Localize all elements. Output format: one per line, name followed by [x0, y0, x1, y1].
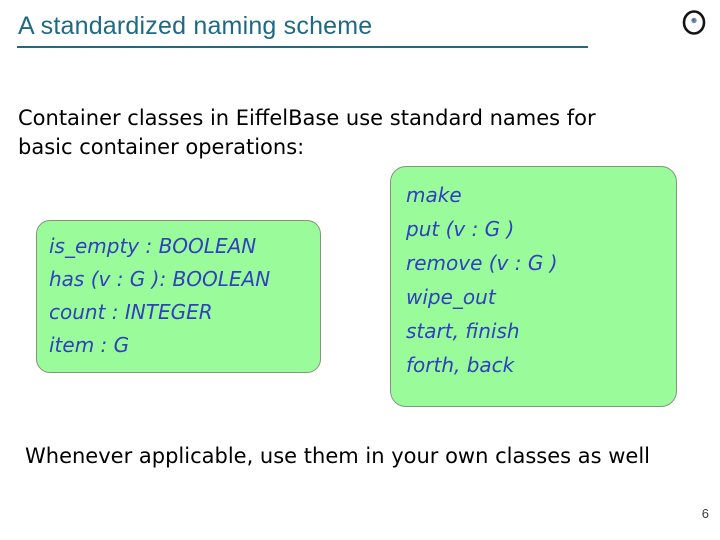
conclusion-text: Whenever applicable, use them in your ow…: [25, 444, 651, 468]
page-number: 6: [701, 506, 709, 521]
slide-title: A standardized naming scheme: [18, 12, 373, 40]
code-line: remove (v : G ): [406, 251, 558, 275]
circled-dot-logo-icon: [682, 10, 706, 35]
code-line: wipe_out: [406, 285, 496, 309]
code-line: start, finish: [406, 319, 520, 343]
code-line: count : INTEGER: [49, 300, 213, 324]
query-names-box: is_empty : BOOLEAN has (v : G ): BOOLEAN…: [36, 220, 321, 373]
code-line: has (v : G ): BOOLEAN: [49, 267, 271, 291]
command-names-box: make put (v : G ) remove (v : G ) wipe_o…: [390, 166, 677, 407]
title-underline: [17, 46, 588, 48]
intro-line-1: Container classes in EiffelBase use stan…: [18, 106, 596, 130]
intro-paragraph: Container classes in EiffelBase use stan…: [18, 104, 596, 162]
code-line: put (v : G ): [406, 217, 515, 241]
code-line: item : G: [49, 333, 130, 357]
intro-line-2: basic container operations:: [18, 135, 305, 159]
code-line: is_empty : BOOLEAN: [49, 234, 257, 258]
code-line: forth, back: [406, 353, 515, 377]
code-line: make: [406, 183, 462, 207]
